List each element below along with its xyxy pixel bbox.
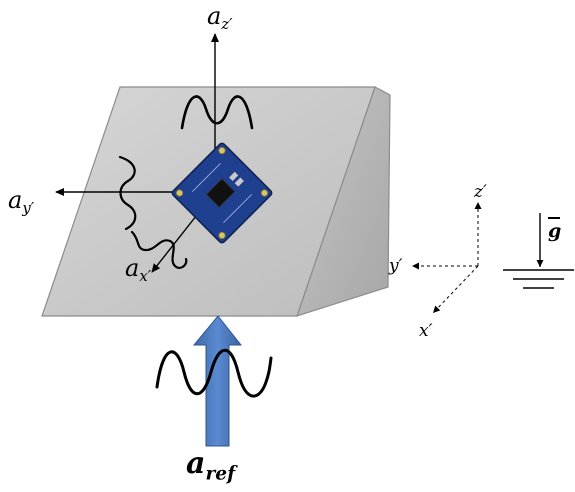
z-vibration-wave [180, 95, 254, 130]
frame-x-axis [432, 265, 479, 314]
frame-x-label: x′ [419, 321, 433, 341]
frame-y-label: y′ [389, 256, 403, 276]
gravity-vector-bar [548, 217, 560, 219]
az-label: az′ [207, 2, 233, 34]
ax-label: ax′ [125, 254, 152, 286]
reference-excitation-arrow [192, 315, 243, 447]
x-vibration-wave [130, 230, 188, 269]
ground-symbol [503, 269, 574, 289]
y-vibration-wave [118, 155, 137, 231]
gravity-label: g [548, 220, 562, 242]
frame-z-label: z′ [474, 182, 487, 202]
reference-vibration-wave [155, 349, 273, 398]
sensor-board [171, 142, 273, 244]
aref-label: aref [186, 446, 236, 485]
ay-label: ay′ [8, 186, 35, 218]
